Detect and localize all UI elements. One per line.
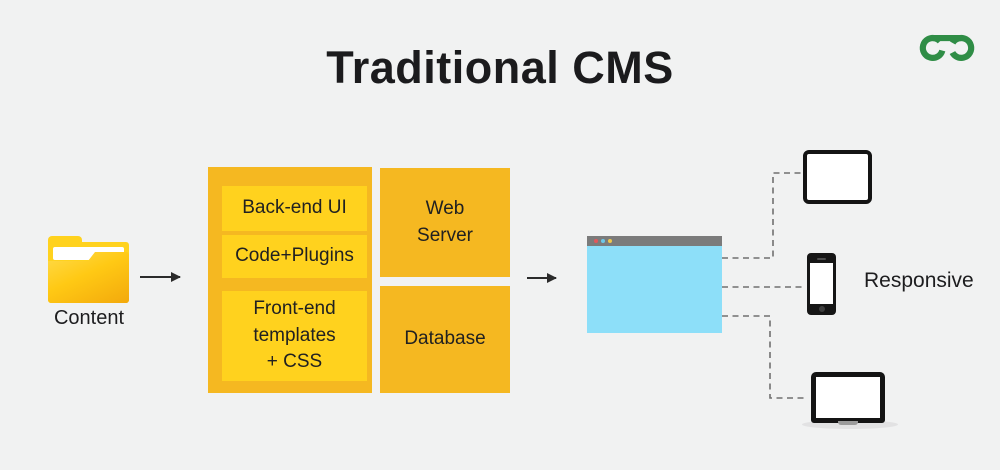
phone-screen xyxy=(810,263,833,304)
front-end-line-1: Front-end xyxy=(253,297,336,319)
browser-title-bar xyxy=(587,236,722,246)
laptop-icon xyxy=(802,370,898,429)
laptop-screen xyxy=(811,372,885,423)
phone-speaker xyxy=(817,258,826,260)
content-label: Content xyxy=(53,307,125,329)
browser-to-laptop-connector xyxy=(722,315,804,399)
browser-to-tablet-connector xyxy=(722,172,801,259)
web-server-line-2: Server xyxy=(417,224,473,246)
phone-home-button xyxy=(818,306,825,312)
web-server-block: Web Server xyxy=(380,168,510,277)
responsive-label: Responsive xyxy=(864,269,974,292)
browser-dot-cyan xyxy=(601,239,605,243)
folder-icon xyxy=(48,236,129,303)
tablet-icon xyxy=(803,150,872,204)
browser-page-area xyxy=(587,246,722,333)
front-end-line-3: + CSS xyxy=(266,351,323,373)
front-end-line-2: templates xyxy=(253,324,336,346)
cms-stack-container: Back-end UI Code+Plugins Front-end templ… xyxy=(208,167,372,393)
front-end-templates-block: Front-end templates + CSS xyxy=(222,291,367,381)
browser-window-icon xyxy=(587,236,722,333)
web-server-line-1: Web xyxy=(425,197,465,219)
browser-dot-red xyxy=(594,239,598,243)
back-end-ui-block: Back-end UI xyxy=(222,186,367,231)
geeksforgeeks-logo-icon xyxy=(919,34,975,61)
code-plugins-block: Code+Plugins xyxy=(222,235,367,278)
laptop-hinge xyxy=(838,421,858,425)
database-block: Database xyxy=(380,286,510,393)
smartphone-icon xyxy=(807,253,836,315)
browser-dot-yellow xyxy=(608,239,612,243)
page-title: Traditional CMS xyxy=(326,42,674,93)
